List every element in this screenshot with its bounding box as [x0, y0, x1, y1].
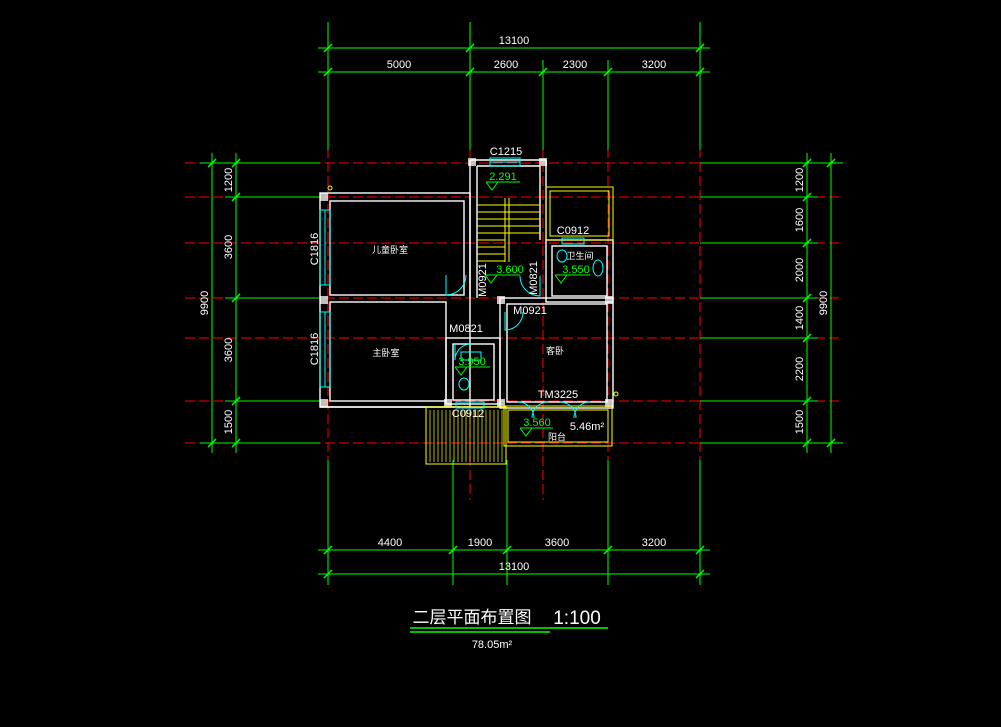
dim-bottom-4: 3200	[642, 537, 666, 549]
dimension-ticks	[207, 43, 836, 579]
dim-top-4: 3200	[642, 59, 666, 71]
label-tm3225: TM3225	[538, 389, 578, 401]
elev-stair-landing: 3.600	[496, 264, 524, 276]
room-labels: 儿童卧室 主卧室 客卧 卫生间 阳台	[372, 244, 594, 442]
dim-top-1: 5000	[387, 59, 411, 71]
elev-bath-left: 3.950	[458, 356, 486, 368]
doors	[445, 274, 591, 419]
room-bathroom: 卫生间	[566, 250, 593, 261]
dim-right-1: 1200	[794, 168, 806, 192]
windows	[319, 157, 585, 409]
dim-top-3: 2300	[563, 59, 587, 71]
dim-right-6: 1500	[794, 410, 806, 434]
room-guest-bedroom: 客卧	[546, 345, 564, 356]
elevation-markers	[454, 181, 590, 437]
title-underline	[410, 627, 608, 633]
label-c1215: C1215	[490, 146, 522, 158]
dim-right-2: 1600	[794, 208, 806, 232]
dim-right-total: 9900	[818, 291, 830, 315]
balcony-hatch	[429, 410, 503, 462]
bathroom-fixtures	[458, 249, 604, 391]
dim-bottom-1: 4400	[378, 537, 402, 549]
label-c1816-upper: C1816	[309, 233, 321, 265]
balconies	[425, 186, 614, 465]
dim-bottom-total: 13100	[499, 561, 530, 573]
balcony-area: 5.46m²	[570, 421, 605, 433]
axis-bubbles	[327, 185, 619, 397]
dim-left-3: 3600	[223, 338, 235, 362]
dim-right-5: 2200	[794, 357, 806, 381]
label-c0912-top: C0912	[557, 225, 589, 237]
label-m0921-bottom: M0921	[513, 305, 547, 317]
elev-bath-top: 3.550	[562, 264, 590, 276]
label-m0821-right: M0821	[528, 261, 540, 295]
staircase	[477, 198, 540, 262]
dim-right-4: 1400	[794, 306, 806, 330]
label-c1816-lower: C1816	[309, 333, 321, 365]
dim-bottom-3: 3600	[545, 537, 569, 549]
dim-bottom-2: 1900	[468, 537, 492, 549]
elev-stair-top: 2.291	[489, 171, 517, 183]
dim-left-1: 1200	[223, 168, 235, 192]
drawing-scale: 1:100	[553, 608, 601, 629]
label-c0912-bottom: C0912	[452, 408, 484, 420]
drawing-title: 二层平面布置图	[413, 608, 532, 628]
elev-balcony: 3.560	[523, 417, 551, 429]
total-area: 78.05m²	[472, 639, 513, 651]
label-m0821-left: M0821	[449, 323, 483, 335]
wall-columns	[320, 158, 613, 407]
dim-left-total: 9900	[199, 291, 211, 315]
room-balcony: 阳台	[548, 431, 566, 442]
dim-left-4: 1500	[223, 410, 235, 434]
dim-top-total: 13100	[499, 35, 530, 47]
dim-right-3: 2000	[794, 258, 806, 282]
dim-left-2: 3600	[223, 235, 235, 259]
elevation-labels: 2.291 3.600 3.550 3.950 3.560	[458, 171, 590, 429]
dim-top-2: 2600	[494, 59, 518, 71]
room-kids-bedroom: 儿童卧室	[372, 244, 408, 255]
label-m0921-left: M0921	[477, 263, 489, 297]
labels: 13100 5000 2600 2300 3200 4400 1900 3600…	[199, 35, 830, 573]
dimension-lines	[200, 22, 843, 585]
room-master-bedroom: 主卧室	[372, 347, 399, 358]
